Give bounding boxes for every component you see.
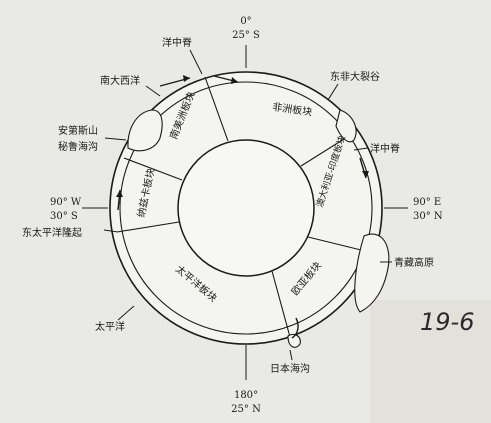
label-indian-ridge: 洋中脊 bbox=[370, 142, 400, 155]
boundary-andes bbox=[123, 157, 183, 181]
coord-bottom-b: 25° N bbox=[231, 404, 261, 415]
crust-border bbox=[119, 81, 373, 335]
boundary-east-pacific bbox=[116, 221, 180, 233]
inner-circle bbox=[177, 139, 315, 277]
coord-bottom-a: 180° bbox=[234, 390, 258, 401]
arrow-pacific-subduction bbox=[291, 317, 299, 339]
leader-rift bbox=[327, 83, 339, 101]
boundary-indian-ridge bbox=[300, 133, 353, 167]
leader-lines bbox=[82, 45, 408, 380]
leader-ridge-top bbox=[189, 49, 203, 75]
label-japan-trench: 日本海沟 bbox=[270, 362, 310, 375]
handwritten-note: 19-6 bbox=[420, 308, 474, 336]
andes-mountains bbox=[127, 109, 163, 152]
boundary-himalaya bbox=[307, 236, 362, 251]
coord-left-b: 30° S bbox=[50, 211, 78, 222]
label-east-pacific-rise: 东太平洋隆起 bbox=[22, 226, 82, 239]
leader-rise bbox=[103, 229, 119, 233]
label-peru-trench: 秘鲁海沟 bbox=[58, 140, 98, 153]
label-south-atlantic: 南大西洋 bbox=[100, 74, 140, 87]
paper-shadow bbox=[370, 300, 491, 423]
japan-arc bbox=[287, 333, 301, 348]
arrowhead-4 bbox=[362, 171, 369, 178]
leader-south-atlantic bbox=[145, 85, 161, 97]
arrowhead-1 bbox=[183, 75, 190, 82]
boundary-japan-trench bbox=[271, 270, 291, 338]
label-mid-atlantic-ridge: 洋中脊 bbox=[162, 36, 192, 49]
coord-right-a: 90° E bbox=[413, 197, 441, 208]
leader-indian-ridge bbox=[353, 147, 369, 151]
leader-japan bbox=[289, 349, 293, 361]
african-highland bbox=[335, 109, 357, 143]
tibetan-plateau-shape bbox=[354, 233, 390, 313]
plate-boundaries bbox=[116, 76, 362, 338]
arrow-heads bbox=[116, 75, 369, 197]
arrowhead-3 bbox=[116, 190, 123, 197]
label-andes: 安第斯山 bbox=[58, 124, 98, 137]
label-pacific-ocean: 太平洋 bbox=[95, 320, 125, 333]
coord-right-b: 30° N bbox=[413, 211, 443, 222]
arrowhead-2 bbox=[231, 77, 238, 84]
crust-features bbox=[127, 109, 390, 348]
leader-andes bbox=[104, 137, 127, 141]
boundary-mid-atlantic bbox=[204, 76, 229, 142]
coord-left-a: 90° W bbox=[50, 197, 82, 208]
label-east-african-rift: 东非大裂谷 bbox=[330, 70, 380, 83]
coord-top-b: 25° S bbox=[232, 30, 260, 41]
leader-pacific bbox=[117, 305, 135, 321]
coord-top-a: 0° bbox=[240, 16, 251, 27]
label-tibetan-plateau: 青藏高原 bbox=[394, 256, 434, 269]
